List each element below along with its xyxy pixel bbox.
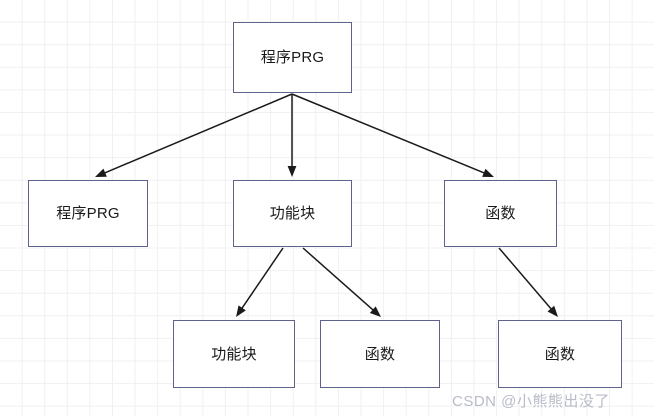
- edge-arrow: [291, 93, 494, 177]
- node-program-prg-root[interactable]: 程序PRG: [233, 22, 352, 93]
- node-label: 功能块: [269, 205, 316, 222]
- node-label: 函数: [485, 205, 516, 222]
- node-function-block-level2[interactable]: 功能块: [173, 320, 295, 388]
- edge-arrow: [236, 247, 284, 317]
- edge-arrow: [302, 247, 381, 317]
- node-label: 程序PRG: [56, 205, 120, 222]
- node-function-level2-right[interactable]: 函数: [498, 320, 622, 388]
- node-program-prg-child[interactable]: 程序PRG: [28, 180, 148, 247]
- node-label: 程序PRG: [260, 49, 325, 66]
- node-function-level2-middle[interactable]: 函数: [320, 320, 440, 388]
- node-label: 功能块: [211, 345, 257, 363]
- edge-arrow: [498, 247, 558, 317]
- watermark-text: CSDN @小熊熊出没了: [452, 393, 610, 410]
- node-function-block-level1[interactable]: 功能块: [233, 180, 352, 247]
- node-label: 函数: [364, 345, 396, 363]
- node-label: 函数: [544, 345, 576, 363]
- edge-arrow: [287, 94, 297, 177]
- node-function-level1[interactable]: 函数: [444, 180, 557, 247]
- edge-arrow: [95, 93, 293, 177]
